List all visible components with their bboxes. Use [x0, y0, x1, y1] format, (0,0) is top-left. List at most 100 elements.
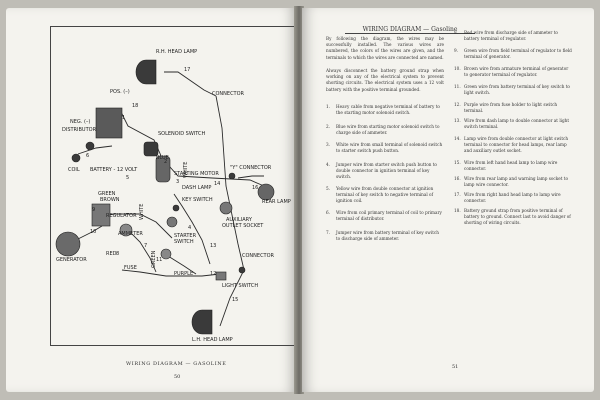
- left-page-number: 50: [174, 374, 181, 380]
- wire-number-2: 2: [164, 159, 168, 165]
- connector-bottom-icon: [238, 266, 246, 274]
- left-page-caption: WIRING DIAGRAM — GASOLINE: [126, 361, 227, 367]
- wire-number-10: 10: [90, 229, 97, 235]
- list-item: 3.White wire from small terminal of sole…: [326, 142, 443, 153]
- list-item: 2.Blue wire from starting motor solenoid…: [326, 124, 440, 135]
- intro-paragraph-2: Always disconnect the battery ground str…: [326, 68, 444, 92]
- label-red: RED: [106, 251, 117, 257]
- starter-switch-icon: [160, 248, 172, 260]
- wire-number-12: 12: [210, 271, 217, 277]
- label-lh-head-lamp: L.H. HEAD LAMP: [192, 337, 233, 343]
- list-item: 7.Jumper wire from battery terminal of k…: [326, 230, 439, 241]
- label-auxiliary: AUXILIARY: [226, 217, 252, 223]
- distributor-icon: [85, 141, 95, 151]
- label-coil: COIL: [68, 167, 80, 173]
- wire-coil: [77, 145, 113, 155]
- wire-starter-switch: [167, 255, 197, 275]
- wire-y-connector: [237, 175, 264, 179]
- list-item: 17.Wire from right hand head lamp to lam…: [454, 192, 561, 203]
- list-item: 5.Yellow wire from double connector at i…: [326, 186, 434, 203]
- y-connector-icon: [228, 172, 236, 180]
- rear-lamp-icon: [257, 183, 275, 201]
- wire-number-6: 6: [86, 153, 90, 159]
- wire-number-8: 8: [116, 251, 120, 257]
- list-item: 10.Brown wire from armature terminal of …: [454, 66, 569, 77]
- wire-main-harness: [161, 157, 265, 187]
- label-ammeter: AMMETER: [118, 231, 143, 237]
- list-item: 8.Red wire from discharge side of ammete…: [454, 30, 558, 41]
- label-starter: STARTER: [174, 233, 197, 239]
- wire-number-7: 7: [144, 243, 148, 249]
- wire-number-18: 18: [132, 103, 139, 109]
- label-starting-motor: STARTING MOTOR: [174, 171, 219, 177]
- coil-icon: [71, 153, 81, 163]
- wire-rh-lamp-to-connector: [164, 71, 217, 97]
- wire-generator: [75, 225, 103, 241]
- right-page: WIRING DIAGRAM — Gasoline By following t…: [302, 8, 594, 392]
- light-switch-icon: [215, 271, 227, 281]
- ammeter-icon: [119, 223, 133, 237]
- battery-icon: [95, 107, 123, 139]
- label-green: GREEN: [98, 191, 116, 197]
- label-light-switch: LIGHT SWITCH: [222, 283, 259, 289]
- label-brown: BROWN: [100, 197, 120, 203]
- wire-number-4: 4: [188, 225, 192, 231]
- label-pos: POS. (–): [110, 89, 130, 95]
- wire-number-14: 14: [214, 181, 221, 187]
- wiring-diagram: [55, 59, 275, 335]
- starting-motor-icon: [155, 155, 171, 183]
- book-gutter: [294, 6, 304, 394]
- wire-number-1: 1: [122, 115, 126, 121]
- label-battery: BATTERY - 12 VOLT: [90, 167, 138, 173]
- wire-key-switch: [173, 193, 211, 265]
- list-item: 13.Wire from dash lamp to double connect…: [454, 118, 570, 129]
- right-page-header: WIRING DIAGRAM — Gasoline: [345, 26, 475, 34]
- wire-number-16: 16: [252, 185, 259, 191]
- label-solenoid-switch: SOLENOID SWITCH: [158, 131, 206, 137]
- label-dash-lamp: DASH LAMP: [182, 185, 212, 191]
- lh-head-lamp-icon: [191, 309, 213, 335]
- label-outlet-socket: OUTLET SOCKET: [222, 223, 264, 229]
- label-connector-bottom: CONNECTOR: [242, 253, 275, 259]
- wire-number-3: 3: [176, 179, 180, 185]
- list-item: 6.Wire from coil primary terminal of coi…: [326, 210, 442, 221]
- label-switch: SWITCH: [174, 239, 194, 245]
- list-item: 1.Heavy cable from negative terminal of …: [326, 104, 440, 115]
- key-switch-icon: [166, 216, 178, 228]
- wire-fuse-purple: [121, 269, 221, 277]
- label-distributor: DISTRIBUTOR: [62, 127, 97, 133]
- label-generator: GENERATOR: [56, 257, 87, 263]
- label-rh-head-lamp: R.H. HEAD LAMP: [156, 49, 198, 55]
- list-item: 9.Green wire from field terminal of regu…: [454, 48, 572, 59]
- label-white-vertical: WHITE: [139, 203, 145, 220]
- right-page-number: 51: [452, 364, 459, 370]
- label-white-vertical-2: WHITE: [183, 161, 189, 178]
- label-blue: BLUE: [156, 155, 169, 161]
- list-item: 15.Wire from left hand head lamp to lamp…: [454, 160, 558, 171]
- list-item: 4.Jumper wire from starter switch push b…: [326, 162, 437, 179]
- generator-icon: [55, 231, 81, 257]
- label-connector-top: CONNECTOR: [212, 91, 245, 97]
- label-y-connector: "Y" CONNECTOR: [230, 165, 272, 171]
- list-item: 14.Lamp wire from double connector at li…: [454, 136, 569, 153]
- wire-number-17: 17: [184, 67, 191, 73]
- label-fuse: FUSE: [124, 265, 137, 271]
- label-neg: NEG. (–): [70, 119, 91, 125]
- wire-number-15: 15: [232, 297, 239, 303]
- label-purple: PURPLE: [174, 271, 194, 277]
- label-regulator: REGULATOR: [106, 213, 137, 219]
- dash-lamp-icon: [172, 204, 180, 212]
- intro-paragraph-1: By following the diagram, the wires may …: [326, 36, 444, 60]
- solenoid-switch-icon: [143, 141, 159, 157]
- label-rear-lamp: REAR LAMP: [262, 199, 291, 205]
- wire-number-13: 13: [210, 243, 217, 249]
- rh-head-lamp-icon: [135, 59, 157, 85]
- outlet-socket-icon: [219, 201, 233, 215]
- wire-ammeter: [125, 227, 157, 273]
- list-item: 11.Green wire from battery terminal of k…: [454, 84, 570, 95]
- left-page: R.H. HEAD LAMP CONNECTOR POS. (–) NEG. (…: [6, 8, 298, 392]
- label-key-switch: KEY SWITCH: [182, 197, 213, 203]
- wire-number-9: 9: [92, 207, 96, 213]
- list-item: 16.Wire from rear lamp and warning lamp …: [454, 176, 568, 187]
